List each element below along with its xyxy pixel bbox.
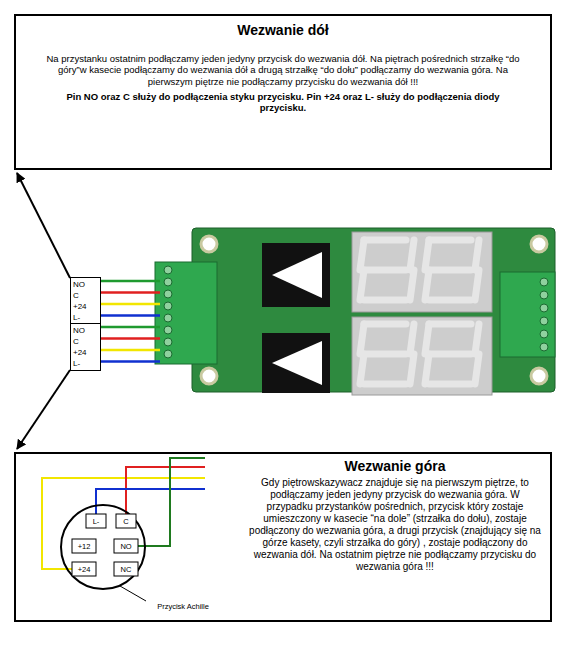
- box-text: Gdy piętrowskazywacz znajduje się na pie…: [248, 477, 542, 573]
- part-name: Przycisk Achille: [148, 600, 218, 612]
- pin-name: NC: [114, 562, 138, 576]
- box-text: C: [73, 290, 98, 301]
- terminal-block: [155, 262, 555, 364]
- box-text: L-: [73, 358, 98, 369]
- button-drawing: [42, 458, 205, 601]
- pin-name: +12: [72, 539, 96, 553]
- box-text: +24: [73, 301, 98, 312]
- box-heading: Wezwanie góra: [248, 458, 542, 475]
- box-text: C: [73, 336, 98, 347]
- arrow-connector: [17, 370, 70, 449]
- box-text: Na przystanku ostatnim podłączamy jeden …: [46, 53, 520, 87]
- terminal-label: NOC+24L-: [70, 277, 101, 325]
- box-text: L-: [73, 312, 98, 323]
- box-heading: Wezwanie dół: [46, 22, 520, 39]
- pin-name: L-: [86, 514, 106, 528]
- box-text: NO: [73, 279, 98, 290]
- terminal-label: NOC+24L-: [70, 323, 101, 371]
- pcb-board: [192, 228, 555, 395]
- box-text: NO: [73, 325, 98, 336]
- pin-name: NO: [114, 539, 138, 553]
- box-text: +24: [73, 347, 98, 358]
- info-box: Wezwanie góraGdy piętrowskazywacz znajdu…: [14, 452, 552, 622]
- info-box: Wezwanie dół Na przystanku ostatnim podłą…: [14, 14, 552, 170]
- arrow-connector: [17, 173, 70, 278]
- pin-name: C: [116, 514, 136, 528]
- wire-bundle: [101, 281, 160, 362]
- box-text: Pin NO oraz C służy do podłączenia styku…: [46, 91, 520, 114]
- pin-name: +24: [72, 562, 96, 576]
